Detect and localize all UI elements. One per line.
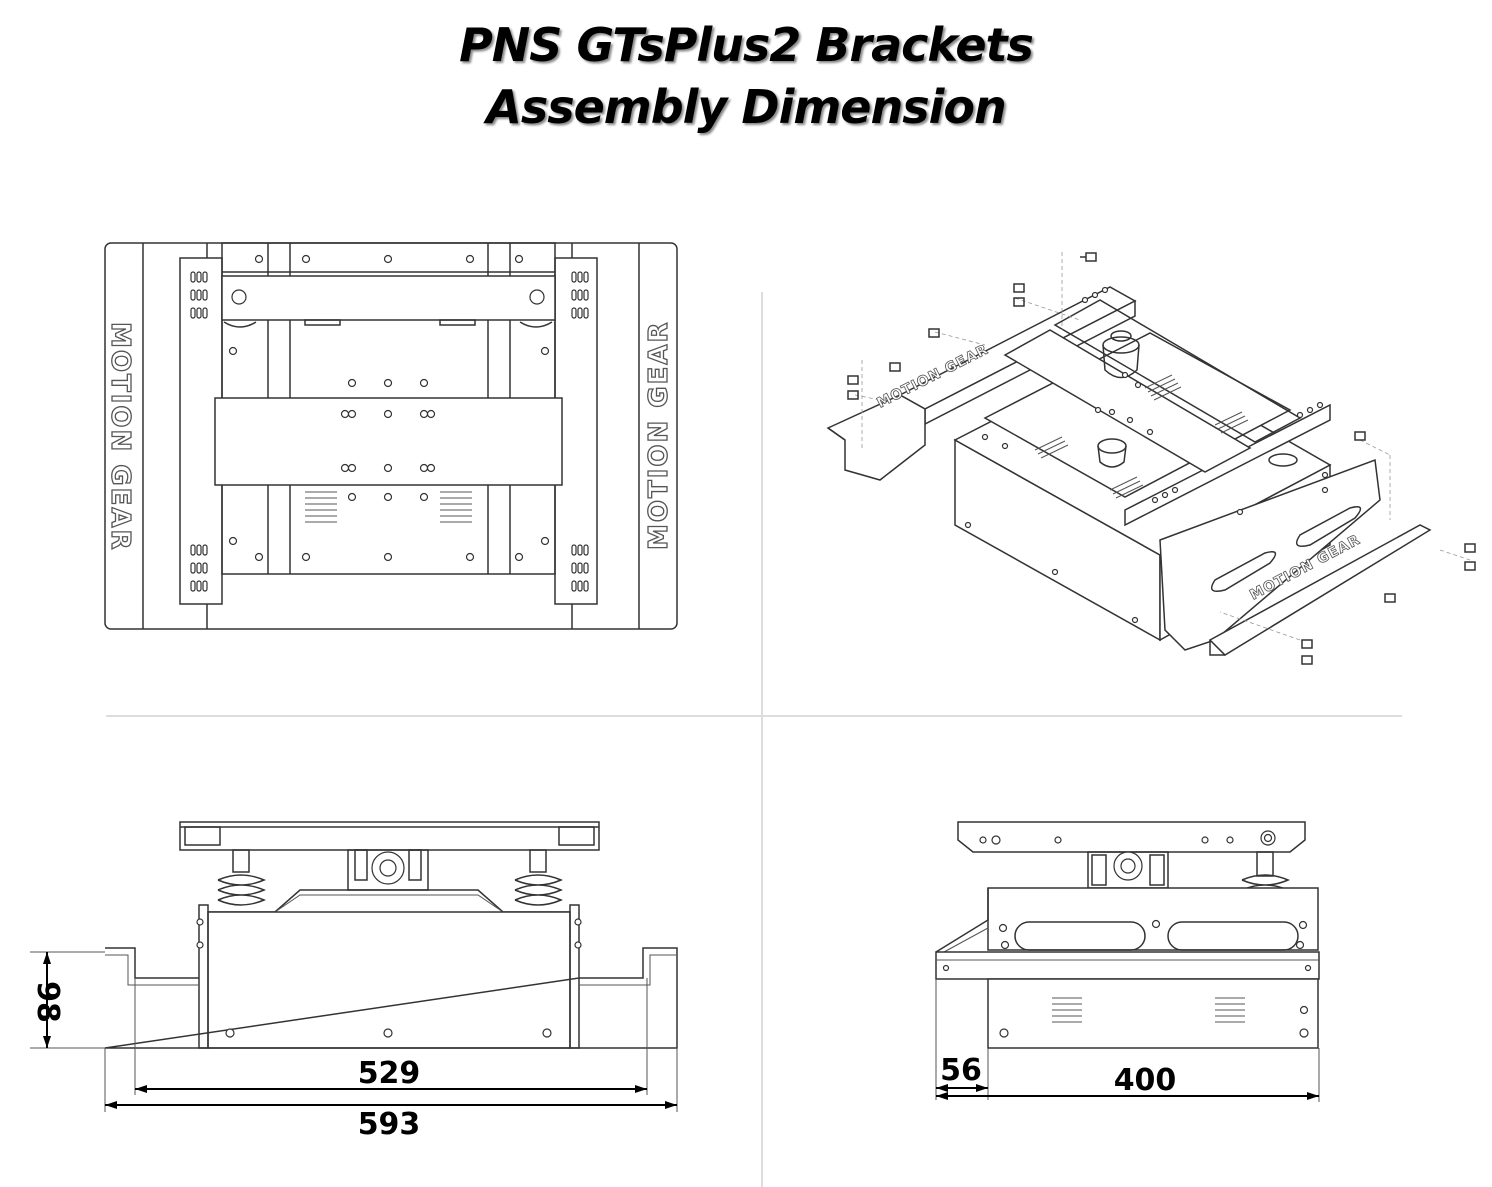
top-view: MOTION GEAR MOTION GEAR — [104, 242, 678, 630]
dimension-outer-width: 593 — [358, 1107, 421, 1142]
brand-label-left: MOTION GEAR — [105, 322, 135, 552]
title-line-2: Assembly Dimension — [486, 80, 1007, 134]
side-view: 56 400 — [935, 821, 1320, 1102]
dimension-inner-width: 529 — [358, 1056, 421, 1091]
dimension-offset: 56 — [940, 1053, 982, 1088]
dimension-height: 98 — [30, 981, 65, 1023]
dimension-depth: 400 — [1114, 1063, 1177, 1098]
title-line-1: PNS GTsPlus2 Brackets — [459, 18, 1034, 72]
isometric-view: MOTION GEAR MOTION GEAR — [826, 252, 1476, 665]
front-view: 98 529 593 — [30, 821, 678, 1142]
brand-label-right: MOTION GEAR — [644, 320, 674, 550]
